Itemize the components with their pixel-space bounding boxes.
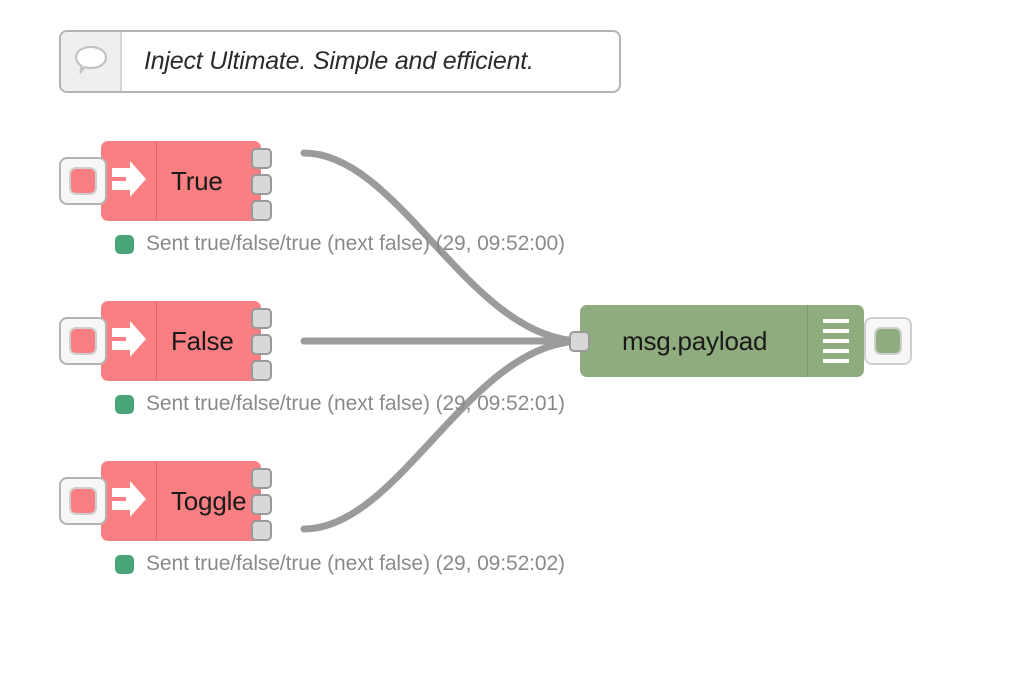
speech-bubble-icon: [73, 43, 109, 80]
inject-output-port-3[interactable]: [251, 200, 272, 221]
inject-node-body[interactable]: Toggle: [101, 461, 261, 541]
status-dot: [115, 394, 134, 414]
debug-bar: [823, 349, 849, 353]
debug-toggle-button-inner: [874, 327, 902, 355]
status-text: Sent true/false/true (next false) (29, 0…: [146, 552, 565, 575]
inject-node-body[interactable]: True: [101, 141, 261, 221]
inject-node-label: False: [171, 325, 234, 356]
inject-output-port-1[interactable]: [251, 468, 272, 489]
debug-bar: [823, 339, 849, 343]
inject-trigger-button-false[interactable]: [59, 317, 107, 365]
wire-toggle-to-debug: [300, 337, 586, 533]
debug-node[interactable]: msg.payload: [569, 305, 912, 377]
inject-output-port-1[interactable]: [251, 148, 272, 169]
inject-output-port-3[interactable]: [251, 360, 272, 381]
inject-node-body[interactable]: False: [101, 301, 261, 381]
inject-icon-panel: [101, 461, 157, 541]
inject-node-label: Toggle: [171, 485, 247, 516]
comment-text: Inject Ultimate. Simple and efficient.: [144, 47, 534, 75]
inject-trigger-button-inner: [69, 327, 97, 355]
inject-output-port-2[interactable]: [251, 174, 272, 195]
debug-bar: [823, 329, 849, 333]
inject-trigger-button-true[interactable]: [59, 157, 107, 205]
status-line-false: Sent true/false/true (next false) (29, 0…: [115, 392, 565, 416]
debug-node-label: msg.payload: [622, 325, 768, 356]
status-dot: [115, 234, 134, 254]
status-text: Sent true/false/true (next false) (29, 0…: [146, 392, 565, 415]
inject-trigger-button-inner: [69, 487, 97, 515]
inject-arrow-icon: [110, 318, 148, 365]
inject-node-toggle[interactable]: Toggle: [59, 461, 272, 541]
inject-output-port-1[interactable]: [251, 308, 272, 329]
status-line-true: Sent true/false/true (next false) (29, 0…: [115, 232, 565, 256]
comment-node[interactable]: Inject Ultimate. Simple and efficient.: [59, 30, 621, 93]
inject-icon-panel: [101, 301, 157, 381]
debug-toggle-button[interactable]: [864, 317, 912, 365]
status-text: Sent true/false/true (next false) (29, 0…: [146, 232, 565, 255]
debug-bar: [823, 359, 849, 363]
inject-output-port-3[interactable]: [251, 520, 272, 541]
comment-icon-panel: [61, 32, 122, 91]
inject-icon-panel: [101, 141, 157, 221]
debug-bar: [823, 319, 849, 323]
inject-arrow-icon: [110, 158, 148, 205]
inject-node-false[interactable]: False: [59, 301, 272, 381]
inject-arrow-icon: [110, 478, 148, 525]
inject-output-port-2[interactable]: [251, 334, 272, 355]
status-dot: [115, 554, 134, 574]
inject-node-label: True: [171, 165, 223, 196]
debug-input-port[interactable]: [569, 331, 590, 352]
debug-list-icon: [807, 305, 864, 377]
inject-output-port-2[interactable]: [251, 494, 272, 515]
status-line-toggle: Sent true/false/true (next false) (29, 0…: [115, 552, 565, 576]
inject-node-true[interactable]: True: [59, 141, 272, 221]
inject-trigger-button-inner: [69, 167, 97, 195]
debug-node-body[interactable]: msg.payload: [580, 305, 864, 377]
inject-trigger-button-toggle[interactable]: [59, 477, 107, 525]
